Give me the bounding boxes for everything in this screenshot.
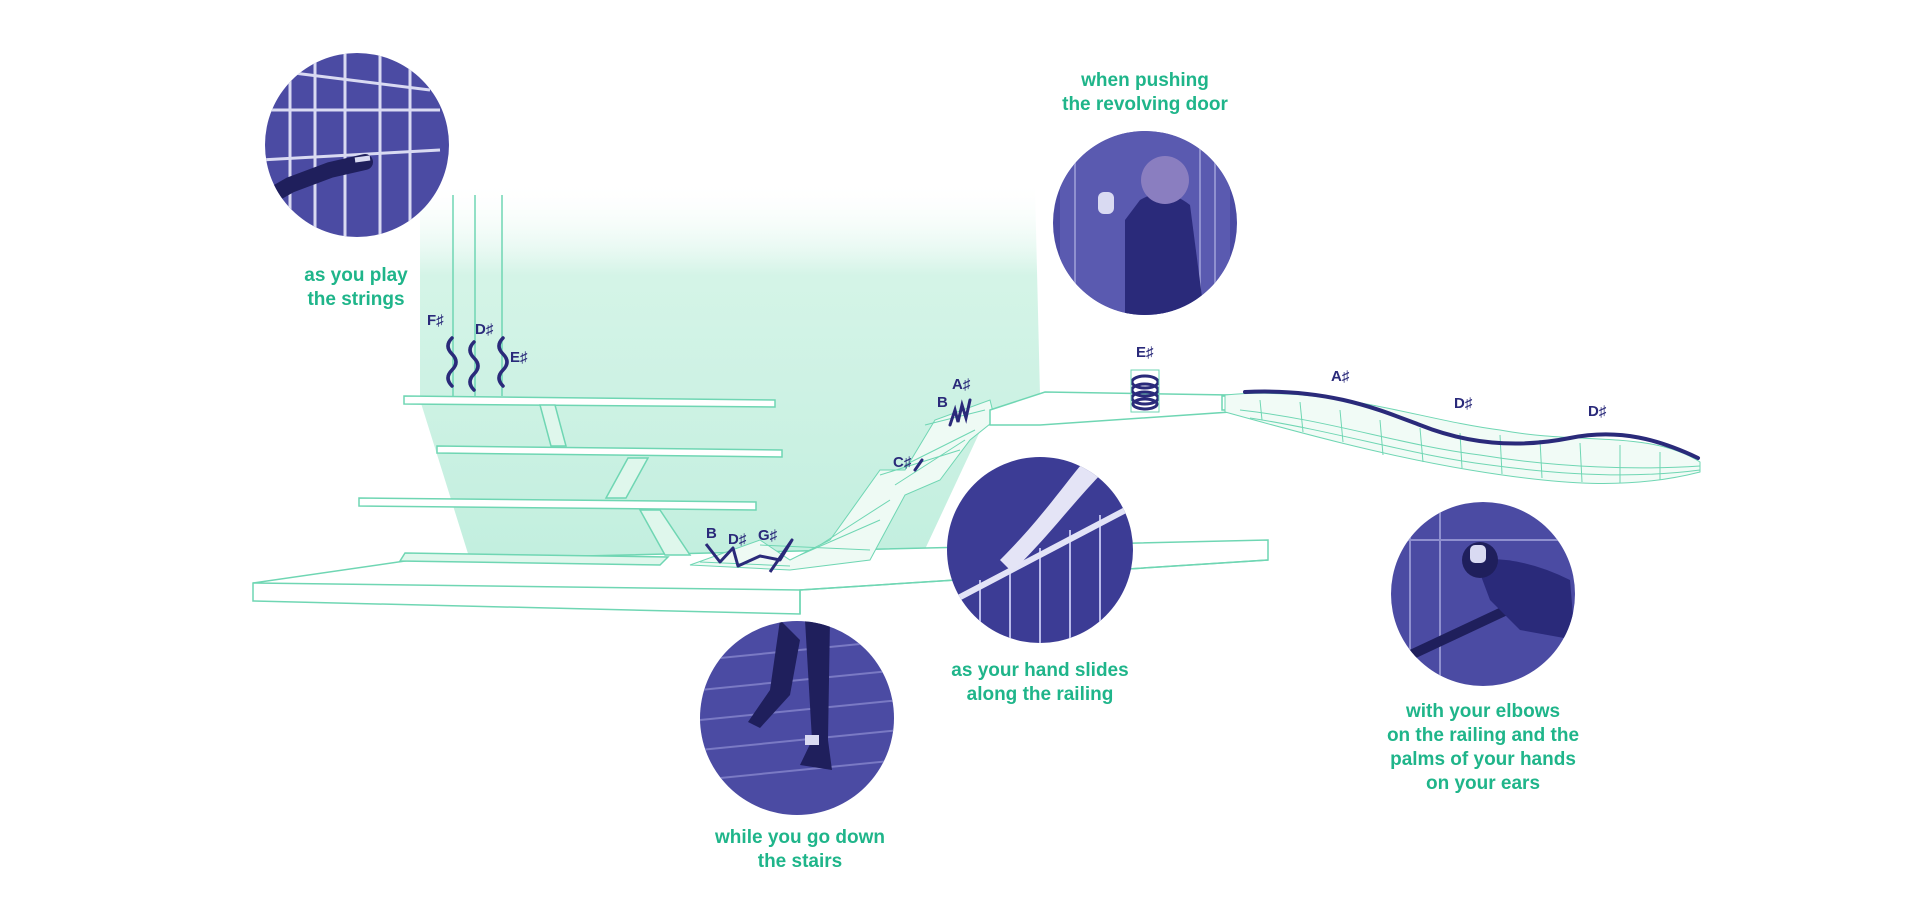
door-cylinder [1130, 369, 1160, 413]
translucent-wall [420, 180, 1040, 560]
note-strings-2: D♯ [475, 321, 494, 338]
railing-photo [947, 457, 1133, 643]
door-photo [1053, 131, 1237, 315]
note-door: E♯ [1136, 344, 1154, 361]
caption-elbows: with your elbows on the railing and the … [1368, 700, 1598, 796]
stairs-photo [700, 621, 894, 815]
caption-door-line-1: when pushing [1081, 70, 1209, 91]
note-strings-1: F♯ [427, 312, 444, 329]
caption-railing-line-1: as your hand slides [951, 660, 1129, 681]
note-wave-2: D♯ [1454, 395, 1473, 412]
note-ramp-1: C♯ [893, 454, 912, 471]
stairs-zigzag-mark [704, 538, 794, 573]
elbows-photo [1391, 502, 1575, 686]
note-strings-3: E♯ [510, 349, 528, 366]
caption-elbows-line-4: on your ears [1425, 773, 1541, 794]
note-labels: F♯ D♯ E♯ B D♯ G♯ C♯ B A♯ E♯ A♯ D♯ D♯ [427, 312, 1607, 548]
strings-photo [265, 53, 449, 237]
wave-melody-line [1243, 389, 1700, 460]
caption-strings-line-2: the strings [307, 289, 405, 310]
note-stairs-3: G♯ [758, 527, 778, 544]
caption-elbows-line-3: palms of your hands [1390, 749, 1576, 770]
caption-stairs-line-1: while you go down [715, 827, 885, 848]
note-wave-3: D♯ [1588, 403, 1607, 420]
caption-railing-line-2: along the railing [966, 684, 1114, 705]
note-ramp-2: B [937, 394, 948, 411]
door-spring-mark [1130, 374, 1160, 411]
caption-stairs: while you go down the stairs [695, 826, 905, 874]
caption-strings-line-1: as you play [304, 265, 408, 286]
caption-elbows-line-2: on the railing and the [1386, 725, 1580, 746]
caption-railing: as your hand slides along the railing [935, 659, 1145, 707]
note-ramp-3: A♯ [952, 376, 971, 393]
note-stairs-1: B [706, 525, 717, 542]
caption-stairs-line-2: the stairs [757, 851, 843, 872]
caption-door-line-2: the revolving door [1062, 94, 1228, 115]
ramp-sound-marks [913, 398, 972, 472]
caption-strings: as you play the strings [271, 264, 441, 312]
note-stairs-2: D♯ [728, 531, 747, 548]
floating-shelves [358, 395, 783, 566]
strings-group [452, 195, 503, 396]
note-wave-1: A♯ [1331, 368, 1350, 385]
caption-elbows-line-1: with your elbows [1405, 701, 1561, 722]
caption-door: when pushing the revolving door [1045, 69, 1245, 117]
string-vibration-marks [446, 336, 509, 392]
